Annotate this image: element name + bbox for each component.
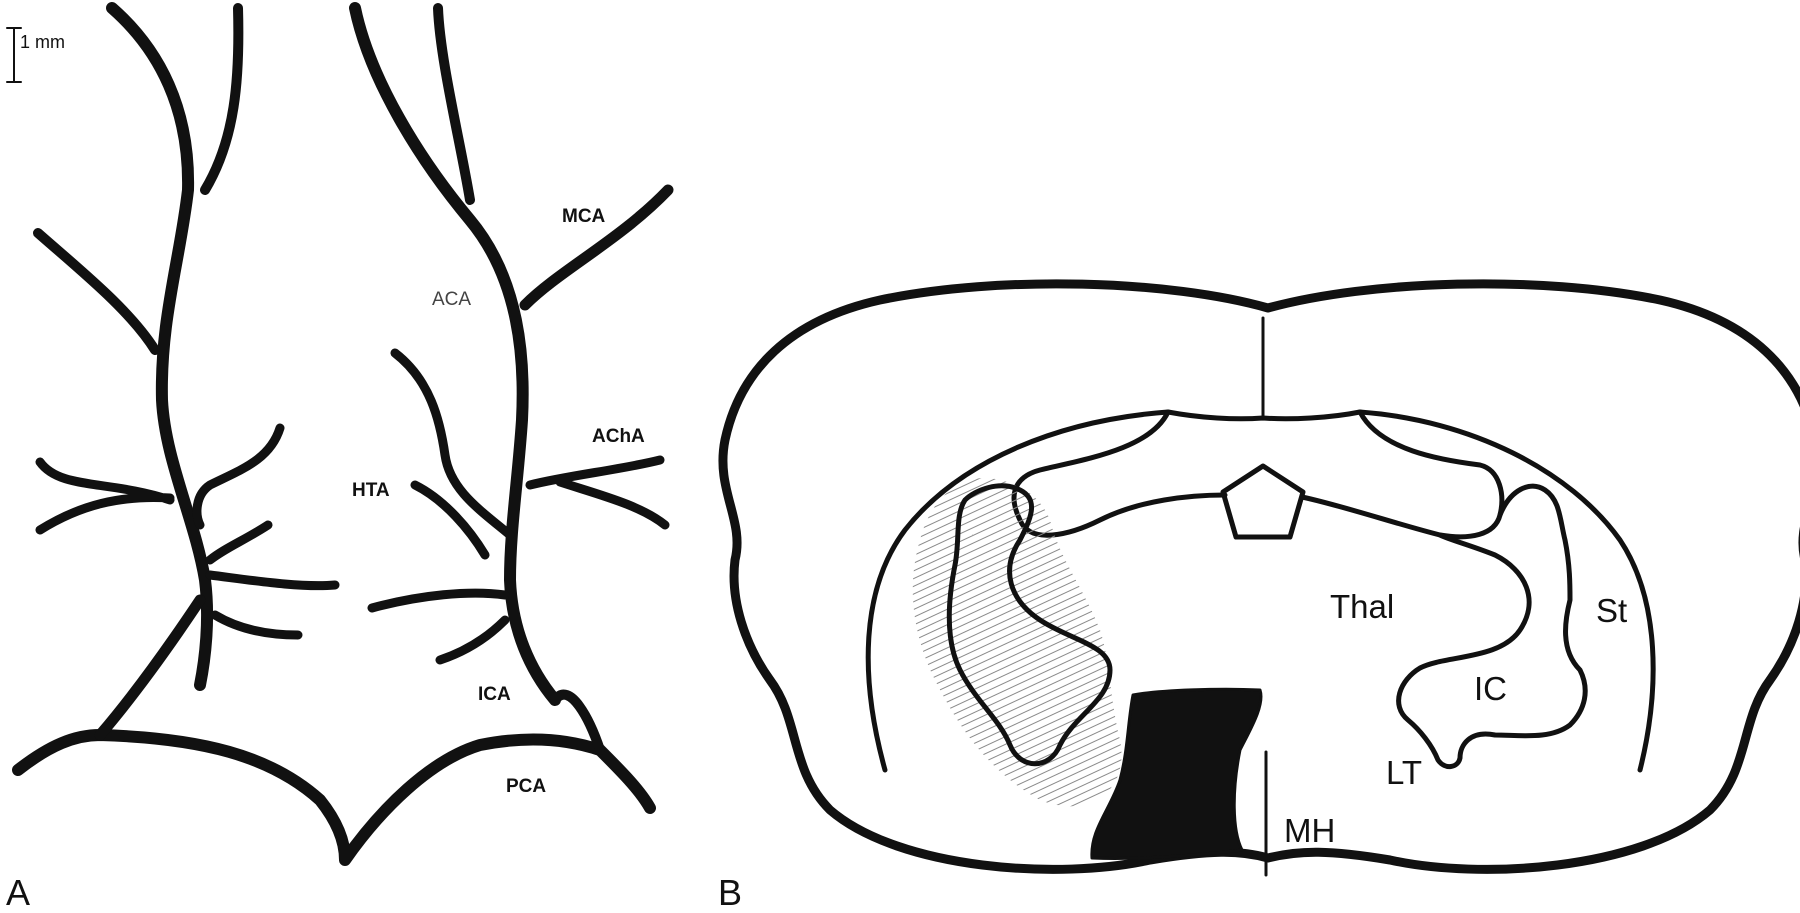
right-callosum-body xyxy=(1299,409,1505,540)
pca-vessel xyxy=(12,729,656,866)
right-hta-vessel xyxy=(390,348,515,540)
right-ica-branches xyxy=(367,588,510,665)
panel-b xyxy=(718,279,1800,877)
right-acha-vessel xyxy=(525,455,670,530)
right-striatum-outline xyxy=(1396,483,1588,769)
lt-label: LT xyxy=(1386,754,1422,791)
infarct-hatched-region xyxy=(912,478,1122,807)
left-hta-vessel xyxy=(192,423,285,530)
right-mca-vessel xyxy=(519,184,674,311)
mca-label: MCA xyxy=(562,206,606,227)
right-aca-branch-vessel xyxy=(433,3,475,205)
left-aca-branch-vessel xyxy=(200,3,244,195)
left-mca-vessel xyxy=(33,228,160,355)
ica-label: ICA xyxy=(478,684,511,705)
panel-a-letter: A xyxy=(6,872,30,913)
ic-label: IC xyxy=(1474,670,1507,707)
left-striatum-outline xyxy=(946,483,1113,767)
left-ica-branches xyxy=(205,520,340,640)
left-pcomm-vessel xyxy=(94,594,206,741)
left-aca-vessel xyxy=(106,2,214,691)
right-cortex-boundary xyxy=(1357,409,1656,773)
mh-label: MH xyxy=(1284,812,1335,849)
brain-outline xyxy=(718,279,1800,874)
thal-label: Thal xyxy=(1330,588,1394,625)
left-acha-vessel xyxy=(35,457,175,535)
hypothalamus-lesion[interactable] xyxy=(1090,687,1263,860)
st-label: St xyxy=(1596,592,1627,629)
pca-label: PCA xyxy=(506,776,546,797)
third-ventricle xyxy=(1220,463,1306,540)
left-cortex-boundary xyxy=(865,409,1171,773)
right-hta-small-vessel xyxy=(410,480,490,560)
panel-a xyxy=(6,2,674,866)
scale-bar-label: 1 mm xyxy=(20,32,65,52)
aca-label: ACA xyxy=(432,289,471,310)
panel-b-letter: B xyxy=(718,872,742,913)
corpus-callosum xyxy=(1165,409,1363,422)
right-aca-vessel xyxy=(349,2,561,706)
hta-label: HTA xyxy=(352,480,390,501)
right-pcomm-vessel xyxy=(550,689,605,755)
scale-bar xyxy=(6,27,22,83)
acha-label: AChA xyxy=(592,426,645,447)
